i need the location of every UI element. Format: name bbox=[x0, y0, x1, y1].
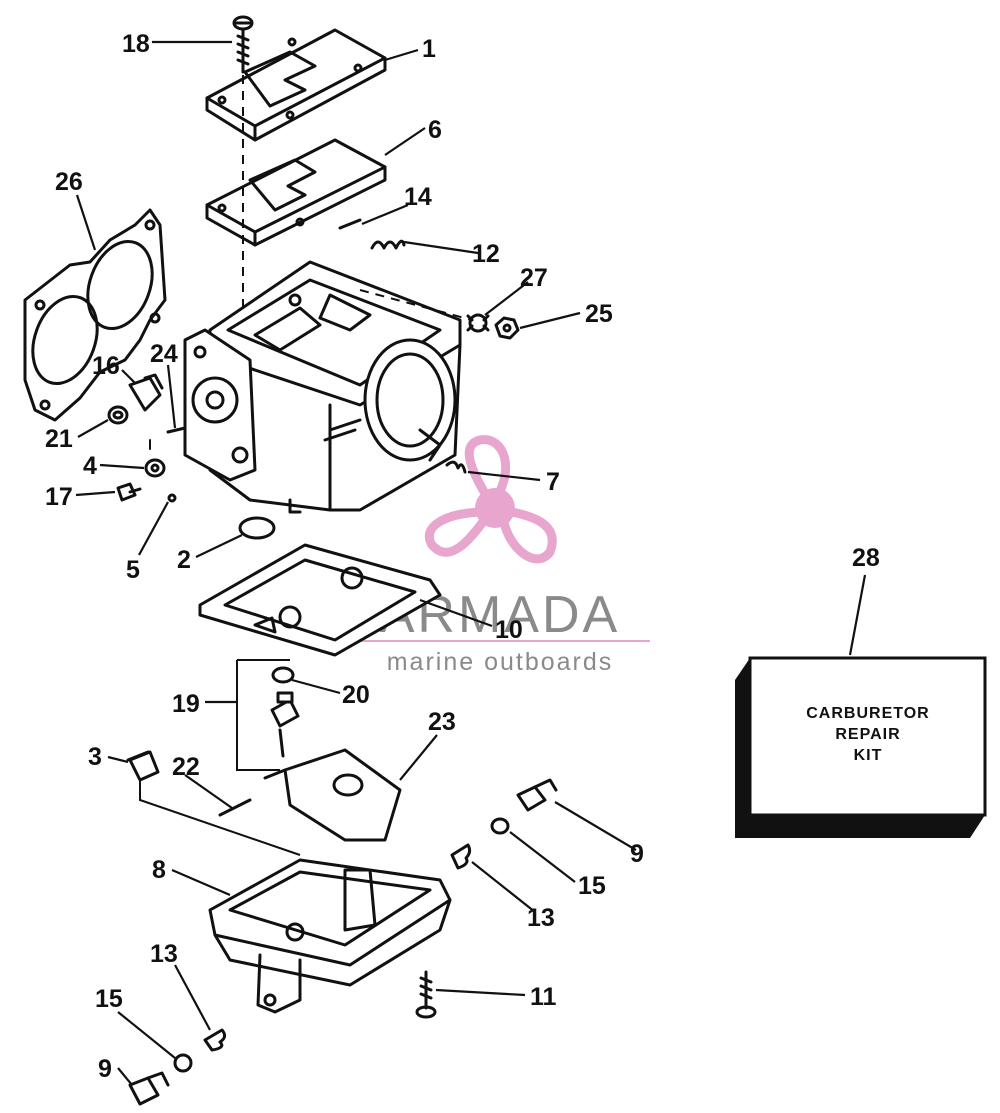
part-3-jet bbox=[126, 750, 160, 782]
callout-13-upper: 13 bbox=[527, 904, 555, 932]
callout-3: 3 bbox=[88, 743, 102, 771]
callout-1: 1 bbox=[422, 35, 436, 63]
callout-2: 2 bbox=[177, 546, 191, 574]
kit-label-line3: KIT bbox=[854, 747, 883, 764]
part-5-ball bbox=[167, 493, 177, 503]
watermark-tagline: marine outboards bbox=[387, 648, 614, 676]
part-2-disc bbox=[238, 516, 276, 540]
part-27-lockwasher bbox=[466, 313, 490, 333]
part-9-screw-upper bbox=[516, 778, 558, 812]
callout-9-lower: 9 bbox=[98, 1055, 112, 1083]
callout-13-lower: 13 bbox=[150, 940, 178, 968]
part-14-pin bbox=[338, 218, 362, 230]
callout-5: 5 bbox=[126, 556, 140, 584]
part-19-seat bbox=[270, 691, 300, 758]
part-24-pin bbox=[149, 426, 187, 451]
part-16-fitting bbox=[128, 373, 164, 412]
part-22-pin bbox=[218, 798, 252, 817]
callout-4: 4 bbox=[83, 452, 97, 480]
callout-16: 16 bbox=[92, 352, 120, 380]
part-23-float bbox=[263, 748, 402, 842]
part-19-needle-seat-bracket bbox=[236, 659, 290, 771]
callout-20: 20 bbox=[342, 681, 370, 709]
callout-8: 8 bbox=[152, 856, 166, 884]
callout-11: 11 bbox=[530, 983, 557, 1011]
callout-24: 24 bbox=[150, 340, 178, 368]
part-21-washer bbox=[107, 405, 129, 425]
callout-12: 12 bbox=[472, 240, 500, 268]
part-26-flange-gasket bbox=[23, 208, 167, 422]
part-12-spring bbox=[370, 239, 406, 250]
part-13-screw-upper bbox=[450, 843, 472, 870]
callout-7: 7 bbox=[546, 468, 560, 496]
callout-23: 23 bbox=[428, 708, 456, 736]
part-25-nut bbox=[494, 316, 520, 340]
part-8-float-bowl bbox=[208, 858, 452, 1014]
callout-27: 27 bbox=[520, 264, 548, 292]
part-11-screw bbox=[415, 970, 437, 1019]
callout-19: 19 bbox=[172, 690, 200, 718]
callout-17: 17 bbox=[45, 483, 73, 511]
callout-10: 10 bbox=[495, 616, 523, 644]
callout-25: 25 bbox=[585, 300, 613, 328]
part-6-gasket bbox=[205, 138, 387, 247]
part-28-repair-kit-box bbox=[735, 656, 987, 838]
watermark-propeller-logo bbox=[425, 435, 557, 564]
kit-label-line1: CARBURETOR bbox=[806, 705, 929, 722]
part-17-screw bbox=[116, 482, 142, 502]
callout-28: 28 bbox=[852, 544, 880, 572]
kit-label-line2: REPAIR bbox=[835, 726, 900, 743]
callout-9-upper: 9 bbox=[630, 840, 644, 868]
part-15-washer-upper bbox=[490, 817, 510, 835]
callout-26: 26 bbox=[55, 168, 83, 196]
part-18-screw bbox=[232, 15, 254, 74]
part-13-screw-lower bbox=[203, 1028, 227, 1052]
part-9-screw-lower bbox=[128, 1071, 170, 1106]
carburetor-body bbox=[183, 260, 462, 514]
part-4-washer bbox=[144, 458, 166, 478]
part-20-gasket-ring bbox=[271, 666, 295, 684]
part-7-spring bbox=[445, 460, 467, 474]
part-1-cover bbox=[205, 28, 387, 142]
callout-22: 22 bbox=[172, 753, 200, 781]
part-10-bowl-gasket bbox=[198, 543, 442, 657]
callout-14: 14 bbox=[404, 183, 432, 211]
callout-15-upper: 15 bbox=[578, 872, 606, 900]
part-15-washer-lower bbox=[173, 1053, 193, 1073]
callout-15-lower: 15 bbox=[95, 985, 123, 1013]
callout-18: 18 bbox=[122, 30, 150, 58]
callout-6: 6 bbox=[428, 116, 442, 144]
callout-21: 21 bbox=[45, 425, 73, 453]
leader-lines bbox=[75, 40, 867, 1086]
